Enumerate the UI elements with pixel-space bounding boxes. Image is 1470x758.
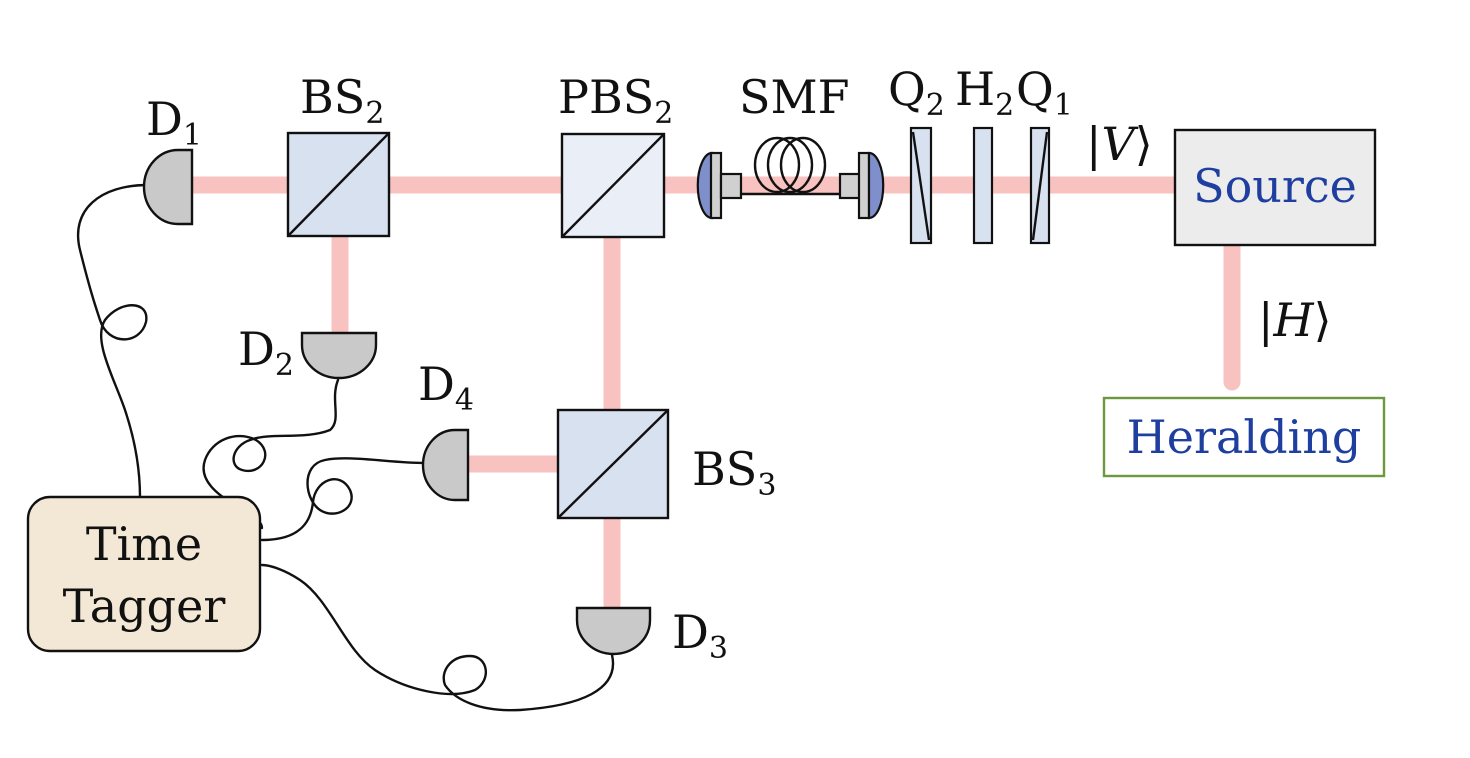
cable-d1 xyxy=(77,183,150,499)
label-bs2: BS2 xyxy=(300,70,384,131)
detector-cables xyxy=(77,183,615,712)
beam-splitter-bs3 xyxy=(556,408,670,520)
detector-d4-icon xyxy=(421,428,470,502)
beam-paths xyxy=(176,176,1241,614)
source-box xyxy=(1173,128,1377,247)
cable-d4 xyxy=(260,457,427,542)
left-coupler-plate xyxy=(709,151,723,220)
detector-d3-icon xyxy=(575,606,652,656)
detector-d2-icon xyxy=(300,331,378,380)
source-label: Source xyxy=(1193,159,1357,213)
pbs2-diagonal xyxy=(561,133,665,238)
waveplate-q2 xyxy=(909,126,933,245)
q1-axis xyxy=(1031,131,1049,241)
single-mode-fiber xyxy=(696,136,885,220)
beam-splitter-pbs2 xyxy=(560,132,666,239)
label-d4: D4 xyxy=(418,357,474,418)
right-coupler-plate xyxy=(857,151,871,220)
time-tagger-box xyxy=(26,495,262,653)
waveplate-q1 xyxy=(1029,126,1051,245)
beam-splitter-bs2 xyxy=(286,131,391,238)
h2-plate xyxy=(972,126,994,245)
fiber-coil-icon xyxy=(753,136,827,194)
detector-d4 xyxy=(421,428,470,502)
left-coupler-body xyxy=(719,172,743,200)
state-h: |H⟩ xyxy=(1258,293,1332,347)
label-d3: D3 xyxy=(672,605,728,666)
label-d2: D2 xyxy=(238,322,294,383)
right-coupler-body xyxy=(838,172,862,200)
q2-axis xyxy=(911,131,931,241)
label-bs3: BS3 xyxy=(692,442,776,503)
waveplate-h2 xyxy=(972,126,994,245)
detector-d2 xyxy=(300,331,378,380)
label-q2: Q2 xyxy=(888,62,945,123)
detector-d1 xyxy=(142,148,194,226)
bs2-diagonal xyxy=(287,132,390,237)
state-v: |V⟩ xyxy=(1086,117,1153,171)
left-coupler-lens-icon xyxy=(696,151,714,220)
label-h2: H2 xyxy=(955,62,1014,123)
right-coupler-lens-icon xyxy=(867,151,885,220)
label-smf: SMF xyxy=(739,70,850,124)
time-tagger-label-line2: Tagger xyxy=(63,579,226,633)
heralding-box xyxy=(1102,396,1386,478)
bs3-diagonal xyxy=(557,409,669,519)
detector-d1-icon xyxy=(142,148,194,226)
detector-d3 xyxy=(575,606,652,656)
label-pbs2: PBS2 xyxy=(558,70,673,131)
label-q1: Q1 xyxy=(1016,62,1073,123)
cable-d3 xyxy=(260,563,615,712)
time-tagger-label-line1: Time xyxy=(86,517,202,571)
label-d1: D1 xyxy=(146,92,202,153)
heralding-label: Heralding xyxy=(1127,410,1362,464)
